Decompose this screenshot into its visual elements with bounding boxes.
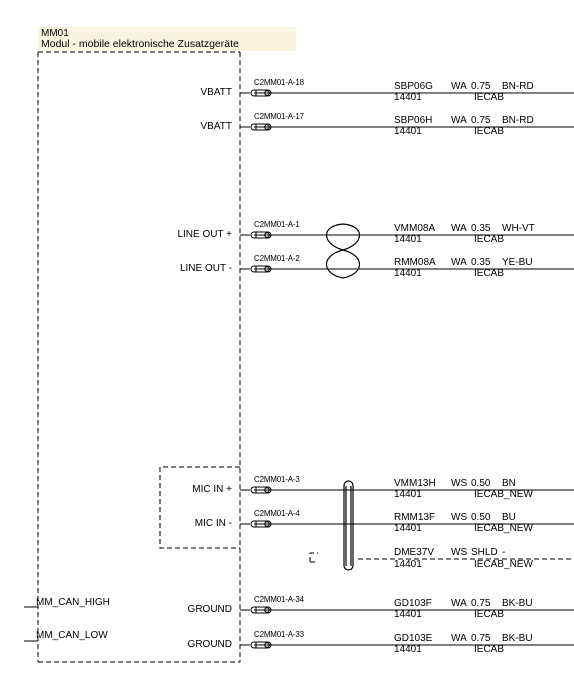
shield-wire-code: 14401 [394, 559, 422, 570]
wire-gauge: 0.75 [471, 115, 491, 126]
connector-id: C2MM01-A-34 [254, 595, 304, 604]
wire-code: 14401 [394, 489, 422, 500]
wire-color: BU [502, 512, 516, 523]
wire-harness: IECAB [474, 126, 505, 137]
wire-type: WA [451, 598, 467, 609]
wire-color: BN [502, 478, 516, 489]
wire-gauge: 0.75 [471, 598, 491, 609]
wire-gauge: 0.50 [471, 478, 491, 489]
connector-pin-icon [250, 606, 272, 614]
wire-color: YE-BU [502, 257, 533, 268]
pin-label: LINE OUT + [177, 229, 232, 240]
twisted-pair-icon [325, 223, 361, 279]
pin-label: MIC IN - [194, 518, 232, 529]
wire-gauge: 0.75 [471, 81, 491, 92]
shield-wire-gauge: SHLD [471, 547, 498, 558]
wire-code: 14401 [394, 644, 422, 655]
shield-drain-stub [309, 552, 318, 562]
connector-id: C2MM01-A-2 [254, 254, 300, 263]
connector-id: C2MM01-A-18 [254, 78, 304, 87]
wire-code: 14401 [394, 268, 422, 279]
connector-id: C2MM01-A-33 [254, 630, 304, 639]
wire-harness: IECAB [474, 92, 505, 103]
wire-color: BK-BU [502, 633, 533, 644]
wire-code: 14401 [394, 92, 422, 103]
module-code: MM01 [41, 28, 69, 39]
wire-harness: IECAB_NEW [474, 523, 533, 534]
wire-color: BK-BU [502, 598, 533, 609]
wire-id: VMM08A [394, 223, 436, 234]
connector-pin-icon [250, 641, 272, 649]
wire-id: RMM08A [394, 257, 436, 268]
wire-type: WA [451, 81, 467, 92]
connector-pin-icon [250, 265, 272, 273]
wire-color: BN-RD [502, 115, 534, 126]
module-header: MM01 Modul - mobile elektronische Zusatz… [38, 27, 296, 51]
pin-label: MIC IN + [192, 484, 232, 495]
wire-type: WA [451, 223, 467, 234]
wire-type: WA [451, 257, 467, 268]
wire-id: GD103E [394, 633, 433, 644]
wire-id: RMM13F [394, 512, 436, 523]
pin-label: VBATT [200, 121, 232, 132]
module-title: Modul - mobile elektronische Zusatzgerät… [41, 38, 239, 50]
wire-color: WH-VT [502, 223, 535, 234]
wire-id: GD103F [394, 598, 432, 609]
shield-wire-color: - [502, 547, 506, 558]
wire-type: WS [451, 512, 468, 523]
shield-wire-harness: IECAB_NEW [474, 559, 533, 570]
wire-harness: IECAB [474, 609, 505, 620]
wire-gauge: 0.50 [471, 512, 491, 523]
wire-harness: IECAB_NEW [474, 489, 533, 500]
connector-pin-icon [250, 231, 272, 239]
can-low-label: MM_CAN_LOW [36, 630, 108, 641]
pin-label: GROUND [187, 639, 232, 650]
wire-color: BN-RD [502, 81, 534, 92]
connector-id: C2MM01-A-1 [254, 220, 300, 229]
shield-wire-type: WS [451, 547, 468, 558]
mic-subbox [159, 466, 240, 549]
wire-id: SBP06H [394, 115, 433, 126]
wire-type: WS [451, 478, 468, 489]
connector-id: C2MM01-A-3 [254, 475, 300, 484]
wire-gauge: 0.75 [471, 633, 491, 644]
shielded-cable-icon [343, 480, 354, 571]
connector-id: C2MM01-A-4 [254, 509, 300, 518]
connector-pin-icon [250, 123, 272, 131]
pin-label: VBATT [200, 87, 232, 98]
wire-harness: IECAB [474, 268, 505, 279]
pin-label: GROUND [187, 604, 232, 615]
wire-code: 14401 [394, 126, 422, 137]
connector-pin-icon [250, 520, 272, 528]
shield-wire-id: DME37V [394, 547, 435, 558]
wire-gauge: 0.35 [471, 257, 491, 268]
wire-harness: IECAB [474, 644, 505, 655]
pin-label: LINE OUT - [179, 263, 232, 274]
connector-pin-icon [250, 486, 272, 494]
wire-id: SBP06G [394, 81, 433, 92]
wire-type: WA [451, 633, 467, 644]
connector-pin-icon [250, 89, 272, 97]
wire-type: WA [451, 115, 467, 126]
wire-code: 14401 [394, 609, 422, 620]
wire-id: VMM13H [394, 478, 436, 489]
can-high-label: MM_CAN_HIGH [36, 597, 110, 608]
wire-code: 14401 [394, 234, 422, 245]
wire-gauge: 0.35 [471, 223, 491, 234]
wire-code: 14401 [394, 523, 422, 534]
wire-harness: IECAB [474, 234, 505, 245]
connector-id: C2MM01-A-17 [254, 112, 304, 121]
